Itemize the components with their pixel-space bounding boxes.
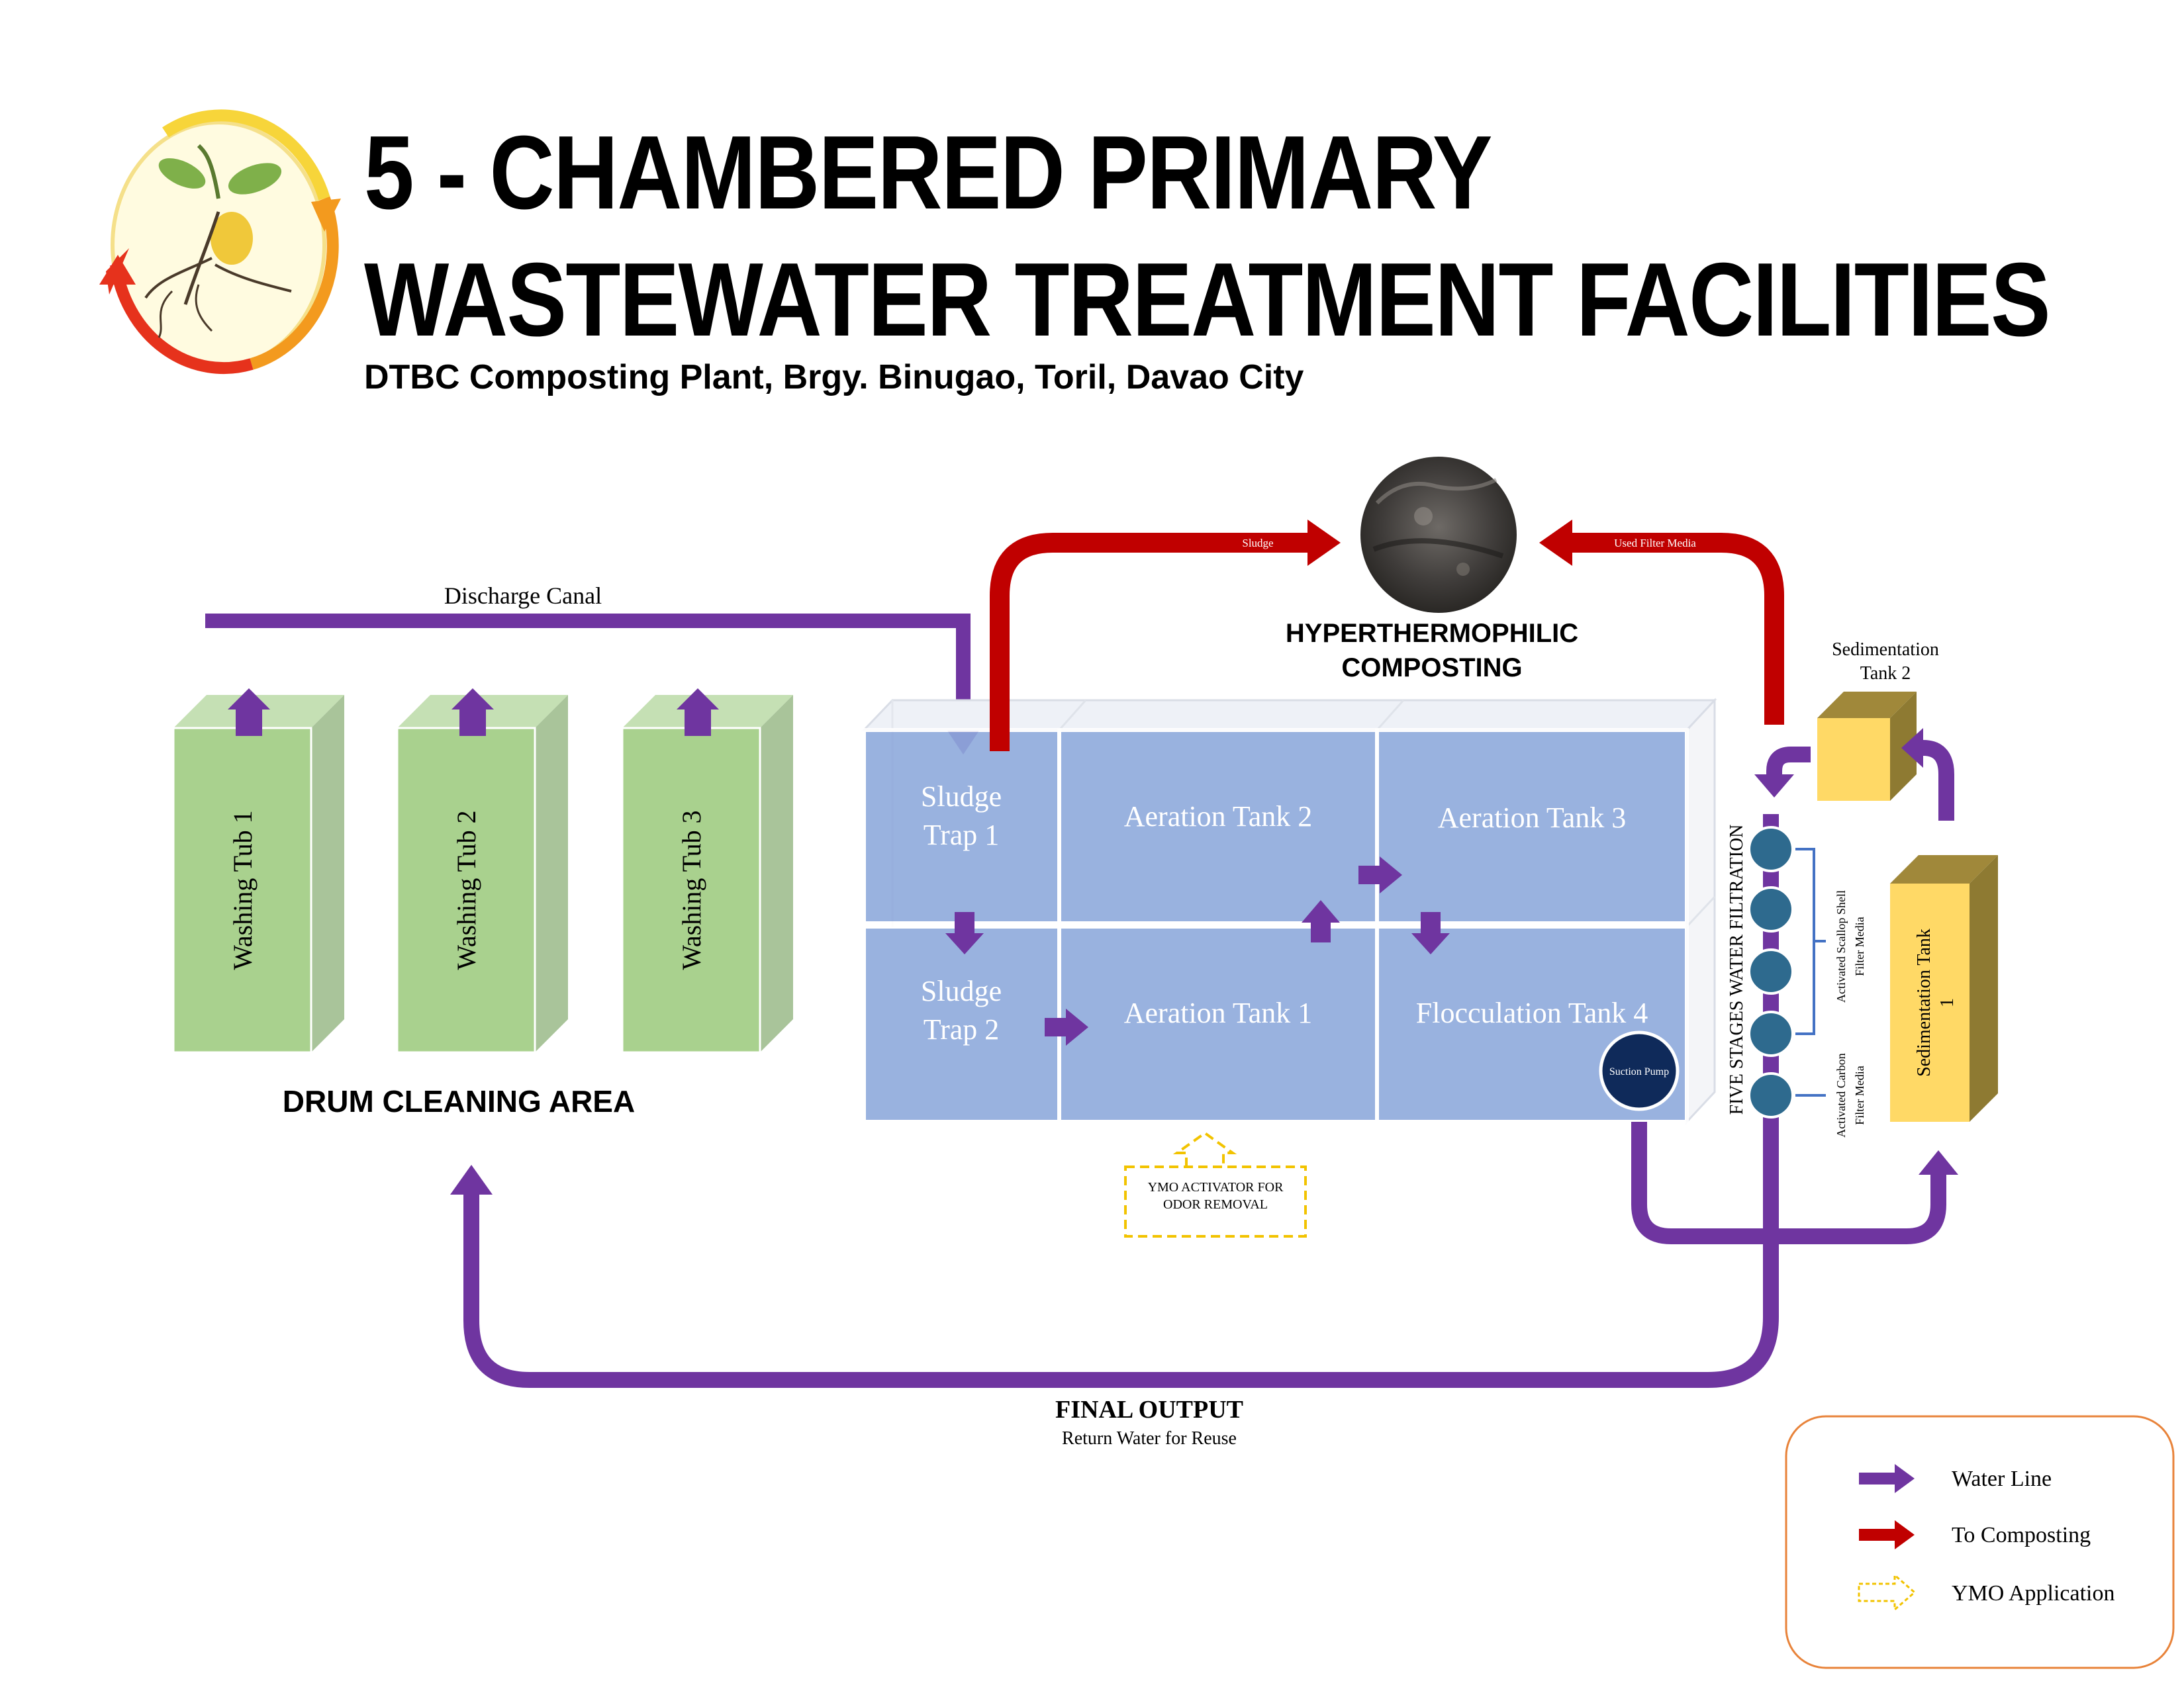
ymo-label-line-1: YMO ACTIVATOR FOR [1148, 1180, 1284, 1195]
final-output-title: FINAL OUTPUT [1055, 1396, 1243, 1424]
final-output-subtitle: Return Water for Reuse [1062, 1428, 1237, 1449]
sed2-to-filtration-line [1754, 747, 1811, 798]
sedimentation-tank-1 [1890, 855, 1998, 1122]
tank-complex [861, 698, 1717, 1124]
sludge-trap-1-label-line-2: Trap 1 [924, 819, 1000, 851]
sludge-trap-2-label-line-2: Trap 2 [924, 1013, 1000, 1046]
legend-ymo-swatch [1858, 1573, 1917, 1612]
carbon-media-label-line-1: Activated Carbon [1834, 1053, 1848, 1137]
discharge-canal-label: Discharge Canal [444, 582, 602, 609]
page-subtitle: DTBC Composting Plant, Brgy. Binugao, To… [364, 358, 1304, 396]
aeration-tank-1-label: Aeration Tank 1 [1124, 997, 1312, 1029]
aeration-tank-2-label: Aeration Tank 2 [1124, 800, 1312, 833]
aeration-tank-1-box [1057, 925, 1379, 1124]
sludge-trap-1-box [862, 728, 1061, 925]
sedimentation-tank-1-label-line-1: Sedimentation Tank [1914, 929, 1934, 1077]
scallop-media-label-line-1: Activated Scallop Shell [1834, 890, 1848, 1003]
ymo-activator-box [1124, 1131, 1307, 1238]
final-output-return-line [450, 1165, 1779, 1388]
legend-water-line-label: Water Line [1952, 1467, 2052, 1491]
washing-tub-3-label: Washing Tub 3 [677, 810, 706, 970]
aeration-tank-3-box [1375, 728, 1689, 925]
sedimentation-tank-2 [1817, 692, 1917, 801]
aeration-tank-3-label: Aeration Tank 3 [1438, 801, 1626, 834]
washing-tub-1 [172, 688, 344, 1054]
sludge-to-composting-line [990, 520, 1341, 751]
page-title-line-1: 5 - CHAMBERED PRIMARY [364, 114, 1492, 231]
legend-to-composting-label: To Composting [1952, 1523, 2091, 1547]
tank-flow-arrows [945, 856, 1450, 1046]
compost-pile-image [1360, 457, 1517, 613]
washing-tub-1-label: Washing Tub 1 [228, 810, 258, 970]
filtration-title: FIVE STAGES WATER FILTRATION [1727, 825, 1747, 1115]
suction-pump [1599, 1030, 1680, 1111]
aeration-tank-2-box [1057, 728, 1379, 925]
sed1-to-sed2-line [1901, 728, 1954, 821]
scallop-media-label-line-2: Filter Media [1853, 917, 1866, 976]
composting-title-line-1: HYPERTHERMOPHILIC [1286, 619, 1578, 648]
composting-title-line-2: COMPOSTING [1341, 653, 1522, 682]
legend-water-line-swatch [1859, 1464, 1915, 1493]
used-filter-media-label: Used Filter Media [1614, 537, 1696, 549]
sludge-trap-2-label-line-1: Sludge [921, 975, 1002, 1007]
carbon-media-label-line-2: Filter Media [1853, 1066, 1866, 1124]
washing-tub-2 [396, 688, 568, 1054]
sedimentation-tank-2-label-line-1: Sedimentation [1832, 639, 1939, 660]
washing-tub-2-label: Washing Tub 2 [451, 810, 481, 970]
flocculation-to-sedimentation-line [1631, 1122, 1958, 1244]
legend-to-composting-swatch [1859, 1520, 1915, 1549]
page-title-line-2: WASTEWATER TREATMENT FACILITIES [364, 242, 2051, 358]
brand-logo [99, 109, 341, 375]
filtration-column [1748, 814, 1826, 1317]
legend-ymo-label: YMO Application [1952, 1581, 2114, 1606]
drum-cleaning-area-label: DRUM CLEANING AREA [283, 1084, 635, 1119]
washing-tub-3 [621, 688, 793, 1054]
flocculation-tank-4-label: Flocculation Tank 4 [1416, 997, 1648, 1029]
ymo-label-line-2: ODOR REMOVAL [1163, 1197, 1268, 1212]
sedimentation-tank-2-label-line-2: Tank 2 [1860, 663, 1911, 684]
sludge-label: Sludge [1242, 537, 1273, 549]
sedimentation-tank-1-label-line-2: 1 [1937, 998, 1958, 1007]
sludge-trap-1-label-line-1: Sludge [921, 780, 1002, 813]
used-filter-to-composting-line [1539, 520, 1784, 725]
suction-pump-label: Suction Pump [1609, 1066, 1669, 1077]
